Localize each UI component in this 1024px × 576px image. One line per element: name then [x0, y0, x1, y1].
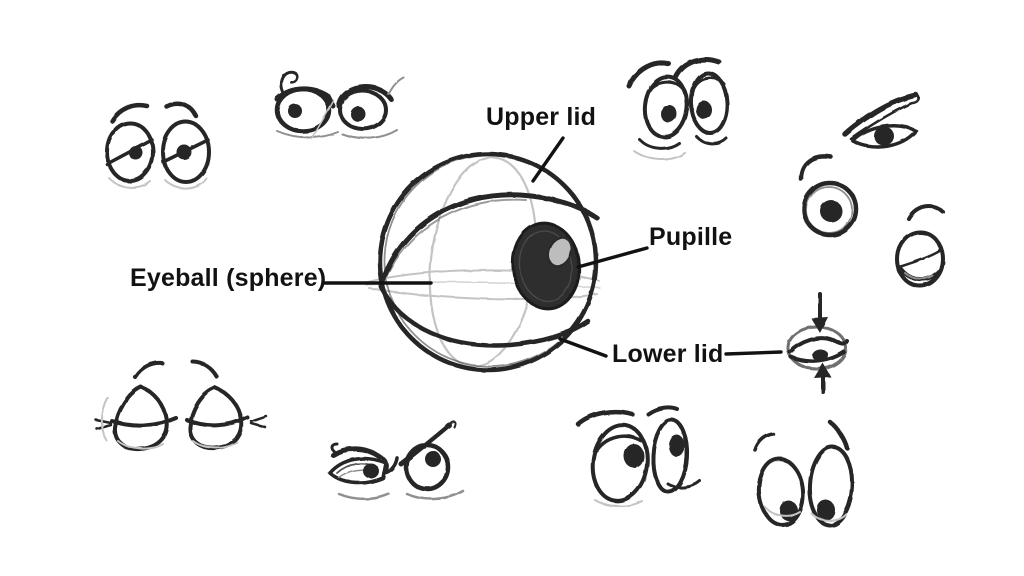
upper-lid-label: Upper lid: [486, 103, 597, 131]
pupil-highlight: [546, 236, 574, 268]
squeeze-arrow-up-icon: [814, 363, 831, 394]
looking-down-eyes-sketch-icon: [753, 419, 855, 527]
eyeball-label: Eyeball (sphere): [130, 264, 327, 292]
lower-lid-dash-line: [724, 350, 783, 356]
construction-equator-line: [368, 287, 598, 301]
worried-eyes-sketch-icon: [626, 57, 730, 161]
downcast-eye-sketch-icon: [895, 204, 945, 288]
closed-eyes-sketch-icon: [94, 360, 268, 452]
sly-eyes-sketch-icon: [328, 420, 465, 501]
skeptical-eye-sketch-icon: [842, 92, 921, 149]
wide-open-eye-sketch-icon: [798, 154, 859, 238]
leader-lines: [323, 136, 783, 358]
pupil-label: Pupille: [649, 223, 733, 251]
pupil-leader-line: [576, 246, 649, 269]
lower-lid-line: [378, 284, 591, 348]
sad-eyes-sketch-icon: [105, 101, 211, 189]
squeezed-eye-sketch-icon: [786, 325, 849, 371]
lower-lid-leader-line: [558, 337, 608, 358]
glancing-eyes-sketch-icon: [575, 405, 702, 508]
lower-lid-label: Lower lid: [612, 340, 724, 368]
upper-lid-line: [378, 192, 600, 289]
squeeze-arrow-down-icon: [811, 292, 828, 333]
angry-eyes-sketch-icon: [274, 70, 404, 140]
upper-lid-leader-line: [531, 136, 565, 183]
